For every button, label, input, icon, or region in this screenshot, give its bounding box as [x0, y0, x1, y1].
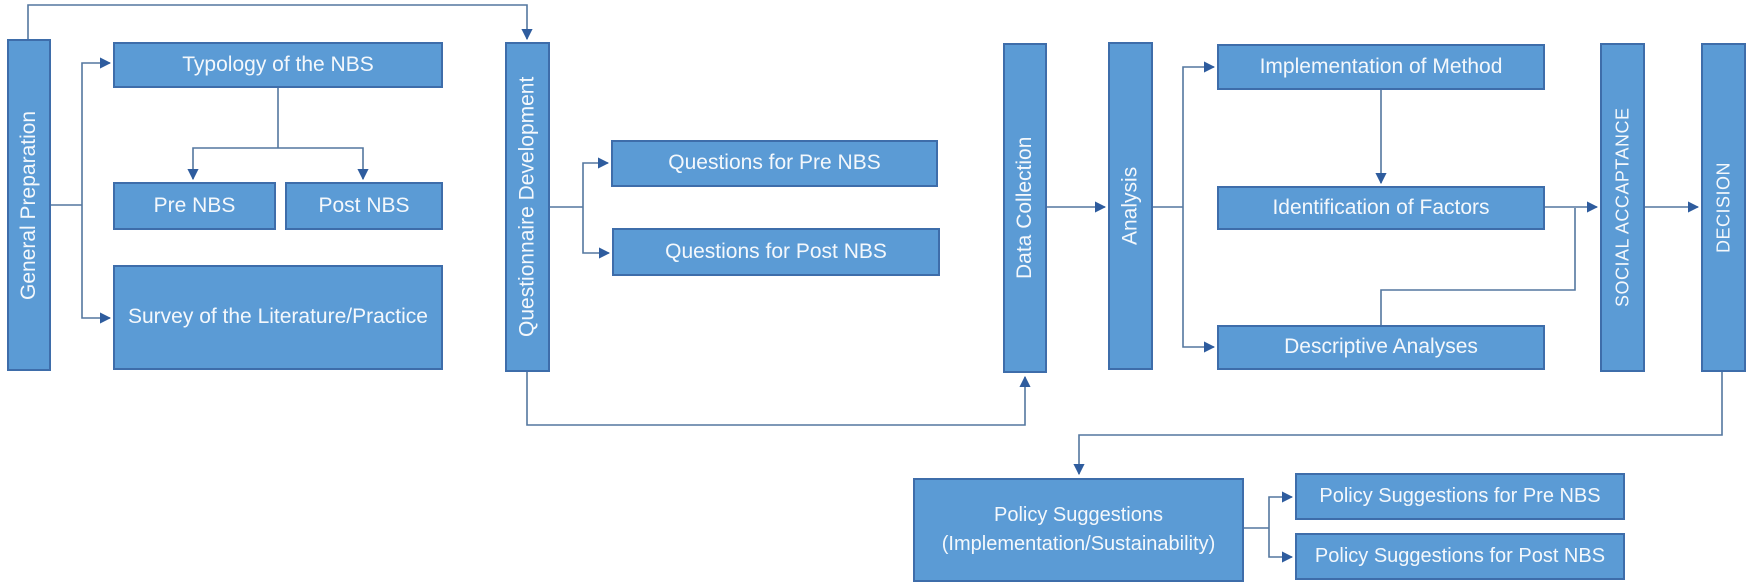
node-pre-nbs: Pre NBS: [113, 182, 276, 230]
edge-qd-to-questions-pre: [582, 157, 610, 207]
node-typology: Typology of the NBS: [113, 42, 443, 88]
node-identification: Identification of Factors: [1217, 186, 1545, 230]
edge-policy-to-pre: [1268, 491, 1294, 528]
edge-analysis-to-implementation: [1182, 61, 1216, 207]
edge-qd-to-datacollection: [526, 372, 1031, 426]
node-social-acceptance: SOCIAL ACCAPTANCE: [1600, 43, 1645, 372]
node-policy-pre: Policy Suggestions for Pre NBS: [1295, 473, 1625, 520]
edge-analysis-to-descriptive: [1182, 207, 1216, 353]
edge-typology-to-pre: [187, 147, 278, 181]
edge-gp-to-typology: [81, 57, 112, 205]
node-policy-suggestions: Policy Suggestions (Implementation/Susta…: [913, 478, 1244, 582]
node-policy-post: Policy Suggestions for Post NBS: [1295, 533, 1625, 580]
node-data-collection: Data Collection: [1003, 43, 1047, 373]
node-questionnaire-development: Questionnaire Development: [505, 42, 550, 372]
edge-gp-to-qd: [27, 4, 533, 41]
node-implementation: Implementation of Method: [1217, 44, 1545, 90]
edge-typology-to-post: [278, 147, 369, 181]
edge-decision-to-policy: [1073, 372, 1723, 476]
edge-policy-to-post: [1268, 528, 1294, 563]
edge-qd-to-questions-post: [582, 207, 611, 259]
node-decision: DECISION: [1701, 43, 1746, 372]
node-descriptive: Descriptive Analyses: [1217, 325, 1545, 370]
node-general-preparation: General Preparation: [7, 39, 51, 371]
node-survey: Survey of the Literature/Practice: [113, 265, 443, 370]
node-questions-post: Questions for Post NBS: [612, 228, 940, 276]
edge-descriptive-join: [1380, 208, 1576, 325]
node-post-nbs: Post NBS: [285, 182, 443, 230]
node-questions-pre: Questions for Pre NBS: [611, 140, 938, 187]
edge-gp-to-survey: [81, 205, 112, 324]
node-analysis: Analysis: [1108, 42, 1153, 370]
